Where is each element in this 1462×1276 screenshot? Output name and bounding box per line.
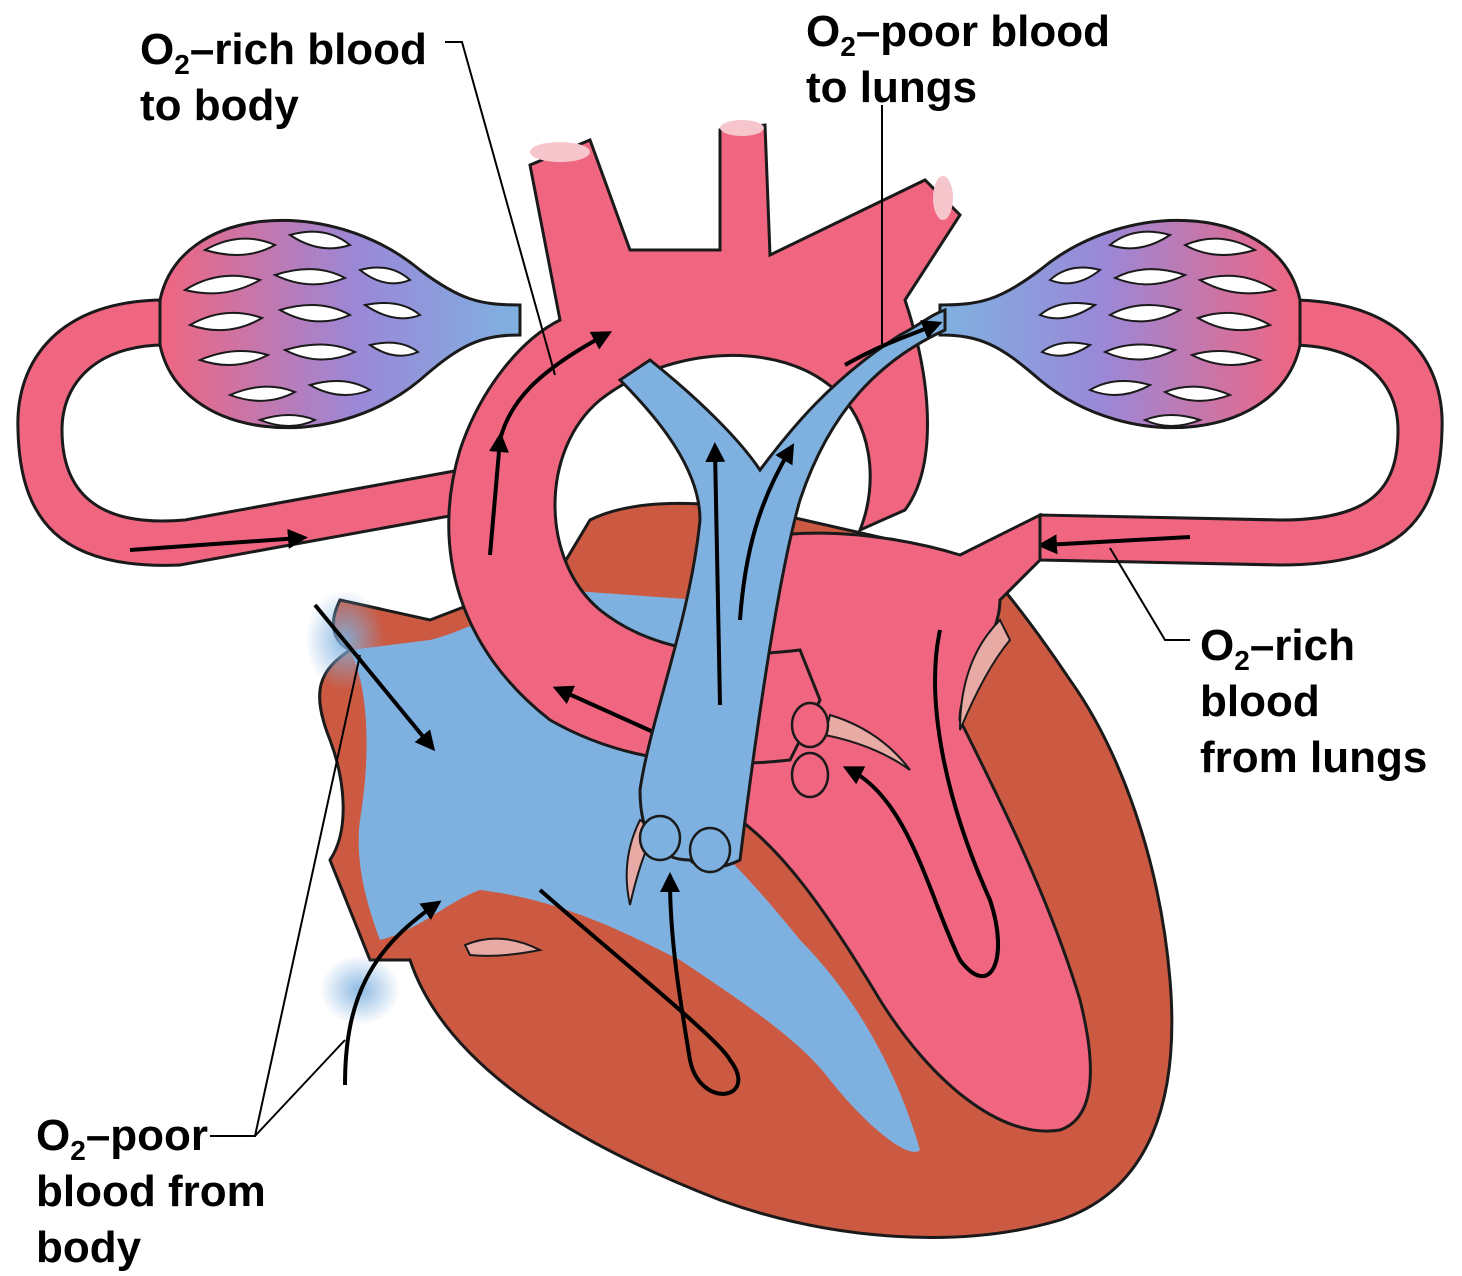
label-rich-to-body-o: O [140,25,174,74]
label-poor-to-lungs-line2: to lungs [806,60,1110,116]
label-poor-to-lungs-sub: 2 [840,31,856,62]
label-poor-from-body-line3: body [36,1220,266,1276]
label-rich-to-body-text: –rich blood [190,25,427,74]
label-poor-to-lungs: O2–poor blood to lungs [806,4,1110,116]
label-rich-from-lungs-text: –rich [1250,621,1355,670]
label-poor-from-body-text: –poor [86,1111,208,1160]
label-rich-from-lungs-sub: 2 [1234,645,1250,676]
label-rich-from-lungs-line3: from lungs [1200,730,1427,786]
systemic-loop [18,220,520,565]
label-rich-to-body: O2–rich blood to body [140,22,427,134]
label-rich-to-body-line2: to body [140,78,427,134]
label-poor-from-body: O2–poor blood from body [36,1108,266,1276]
label-poor-to-lungs-o: O [806,7,840,56]
label-rich-from-lungs-o: O [1200,621,1234,670]
label-rich-from-lungs: O2–rich blood from lungs [1200,618,1427,786]
leader-poor-from-body-b [255,1040,345,1136]
pulmonary-loop [940,220,1442,565]
label-poor-from-body-sub: 2 [70,1135,86,1166]
label-poor-to-lungs-text: –poor blood [856,7,1110,56]
label-rich-from-lungs-line2: blood [1200,674,1427,730]
label-poor-from-body-line2: blood from [36,1164,266,1220]
label-poor-from-body-o: O [36,1111,70,1160]
label-rich-to-body-sub: 2 [174,49,190,80]
